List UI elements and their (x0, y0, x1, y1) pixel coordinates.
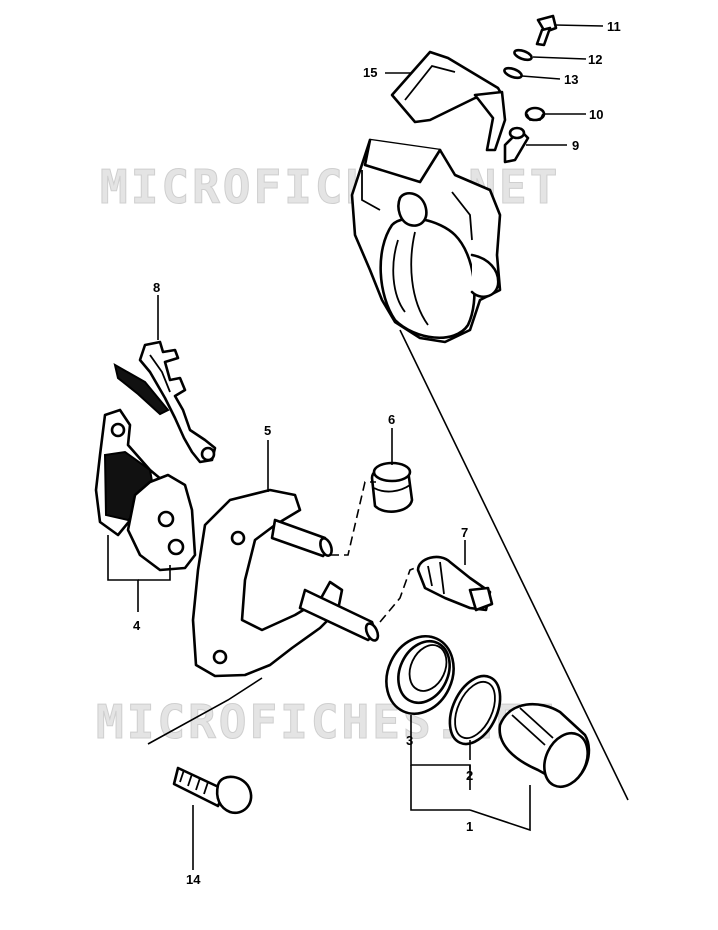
callout-4: 4 (133, 618, 141, 633)
caliper-bracket (191, 488, 380, 678)
piston-seal (385, 635, 455, 715)
callout-13: 13 (564, 72, 578, 87)
cover-screw (535, 14, 558, 47)
bleeder-cap (524, 106, 546, 122)
caliper-body (350, 138, 502, 344)
callout-10: 10 (589, 107, 603, 122)
dust-seal-ring (448, 674, 502, 746)
washer-12 (513, 48, 533, 62)
callout-11: 11 (607, 19, 621, 34)
callout-12: 12 (588, 52, 602, 67)
bleeder-screw (503, 126, 530, 164)
callout-7: 7 (461, 525, 468, 540)
leader-lines (107, 24, 629, 870)
washer-13 (503, 66, 523, 80)
caliper-piston (498, 702, 591, 789)
brake-pads (94, 408, 197, 572)
mounting-bolt (172, 766, 253, 815)
pin-boot (370, 461, 414, 513)
callout-6: 6 (388, 412, 395, 427)
callout-5: 5 (264, 423, 271, 438)
callout-15: 15 (363, 65, 377, 80)
pad-spring (113, 340, 217, 464)
callout-1: 1 (466, 819, 473, 834)
callout-3: 3 (406, 733, 413, 748)
callout-14: 14 (186, 872, 201, 887)
caliper-cover (390, 50, 507, 152)
guide-pin (416, 555, 494, 612)
callout-9: 9 (572, 138, 579, 153)
callout-8: 8 (153, 280, 160, 295)
callout-2: 2 (466, 768, 473, 783)
dashed-guides (330, 481, 421, 623)
